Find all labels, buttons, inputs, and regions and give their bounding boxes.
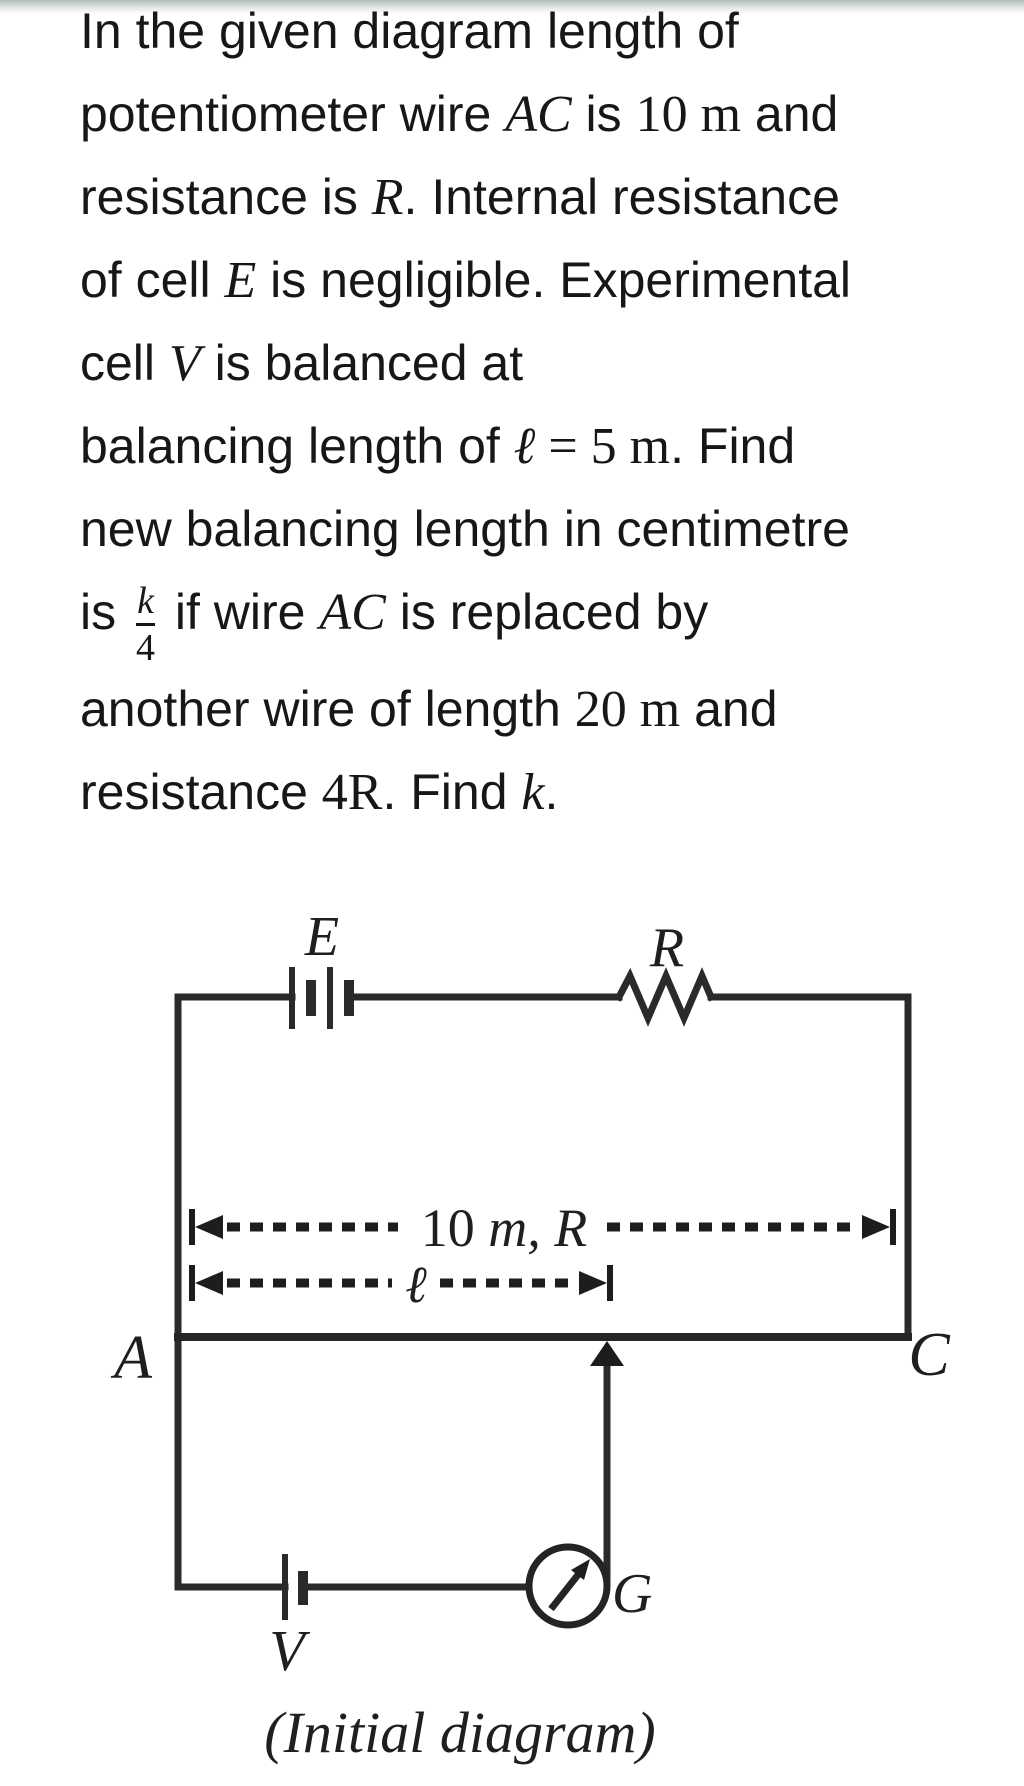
dim-ell-left-arrowhead-icon (195, 1271, 223, 1295)
text-run: AC (319, 584, 386, 641)
text-run: 20 m (574, 681, 681, 738)
galvanometer-needle (548, 1568, 584, 1612)
dim-10m-left-arrowhead-icon (195, 1215, 223, 1239)
text-run: is (571, 86, 636, 142)
text-run: ℓ (513, 418, 536, 475)
fraction-denominator: 4 (136, 627, 155, 669)
fraction-numerator: k (137, 580, 154, 622)
galvanometer-needle-head (571, 1559, 590, 1580)
text-run: cell (80, 335, 169, 391)
text-run: if wire (161, 584, 320, 640)
label-resistor-r: R (649, 917, 684, 979)
text-run: 10 m (635, 86, 742, 143)
text-line: In the given diagram length of (80, 0, 1010, 73)
text-run: V (168, 335, 201, 392)
jockey-arrowhead-icon (590, 1341, 624, 1366)
text-run: AC (505, 86, 572, 143)
fraction-bar (136, 623, 155, 626)
text-run: and (741, 86, 839, 142)
text-run: resistance (80, 764, 322, 820)
text-run: k (521, 764, 545, 821)
problem-text: In the given diagram length of potentiome… (80, 0, 1010, 834)
text-run: of cell (80, 252, 225, 308)
text-run: resistance is (80, 169, 372, 225)
text-run: is balanced at (200, 335, 524, 391)
text-run: In the given diagram length of (80, 3, 739, 59)
dim-label-ell: ℓ (405, 1257, 427, 1314)
text-run: is negligible. Experimental (256, 252, 852, 308)
diagram-caption: (Initial diagram) (264, 1700, 655, 1765)
text-line: potentiometer wire AC is 10 m and (80, 73, 1010, 156)
text-run: . Find (670, 418, 796, 474)
dim-label-symbols: m, R (488, 1198, 587, 1258)
dim-label-number: 10 (421, 1198, 489, 1258)
circuit-diagram: 10 m, R ℓ E R A C V G (Initial diagram) (110, 906, 950, 1765)
text-run: . Internal resistance (403, 169, 840, 225)
text-line: balancing length of ℓ = 5 m. Find (80, 405, 1010, 488)
text-run: is (80, 584, 130, 640)
text-run: . (544, 764, 559, 820)
text-run: and (680, 681, 778, 737)
text-line: new balancing length in centimetre (80, 488, 1010, 571)
text-run: R (371, 169, 404, 226)
label-cell-v: V (269, 1618, 311, 1683)
label-emf-e: E (304, 906, 339, 968)
text-run: is replaced by (385, 584, 709, 640)
text-run: new balancing length in centimetre (80, 501, 850, 557)
text-run: balancing length of (80, 418, 514, 474)
text-run: 4R (321, 764, 383, 821)
text-run: E (224, 252, 257, 309)
dim-10m-right-arrowhead-icon (862, 1215, 890, 1239)
text-line: another wire of length 20 m and (80, 668, 1010, 751)
label-galvanometer-g: G (612, 1563, 652, 1625)
label-terminal-c: C (908, 1321, 950, 1389)
text-line: resistance 4R. Find k. (80, 751, 1010, 834)
dim-ell-right-arrowhead-icon (579, 1271, 607, 1295)
text-run: . Find (382, 764, 522, 820)
text-line: resistance is R. Internal resistance (80, 156, 1010, 239)
text-run: another wire of length (80, 681, 575, 737)
resistor-zigzag-icon (614, 967, 716, 1027)
dim-label-10m-r: 10 m, R (421, 1198, 587, 1258)
top-edge-gradient (0, 0, 1024, 14)
label-terminal-a: A (110, 1324, 153, 1392)
text-line: of cell E is negligible. Experimental (80, 239, 1010, 322)
text-run: potentiometer wire (80, 86, 506, 142)
text-line: cell V is balanced at (80, 322, 1010, 405)
text-run: = 5 m (535, 418, 671, 475)
